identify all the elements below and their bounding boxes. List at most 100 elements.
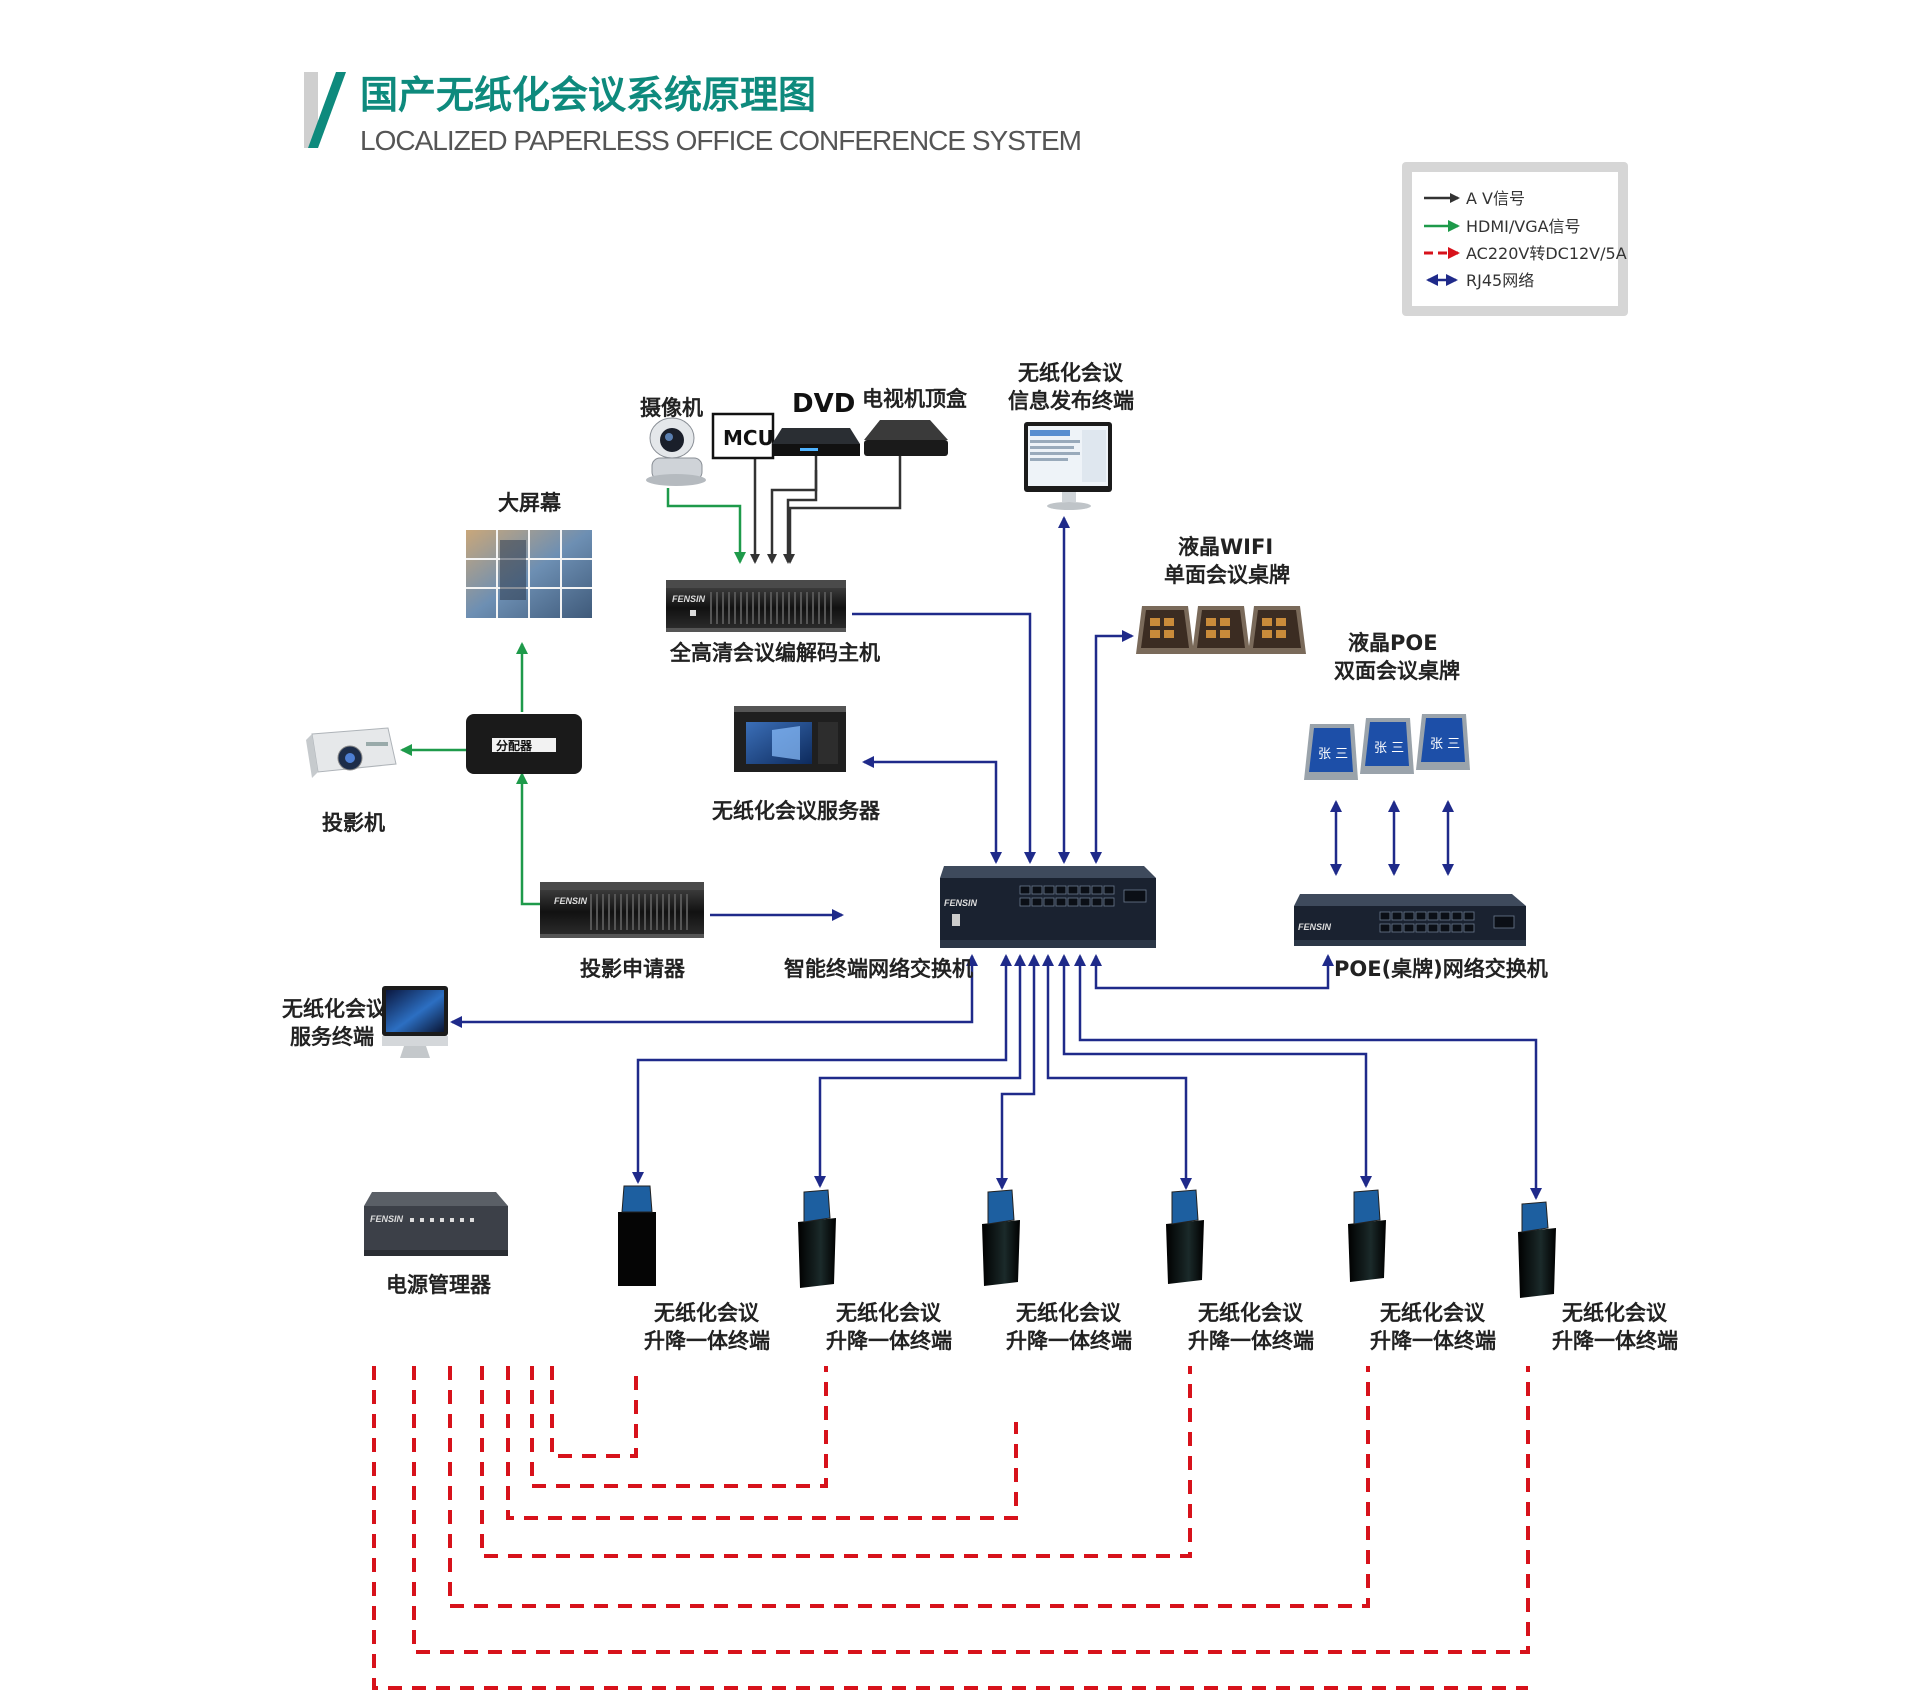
lcd-poe-label-1: 液晶POE xyxy=(1348,631,1438,655)
lift-terminal-6-label-2: 升降一体终端 xyxy=(1552,1329,1678,1353)
big-screen-label: 大屏幕 xyxy=(498,491,562,515)
lift-terminal-2 xyxy=(798,1189,836,1288)
power-manager-label: 电源管理器 xyxy=(386,1273,492,1297)
svg-text:张 三: 张 三 xyxy=(1374,741,1404,756)
set-top-box xyxy=(864,420,948,456)
lift-terminal-5-label-1: 无纸化会议 xyxy=(1380,1301,1486,1325)
title-slash-green xyxy=(308,72,346,148)
wifi-plate-2 xyxy=(1192,606,1250,654)
service-terminal-label-2: 服务终端 xyxy=(290,1025,374,1049)
lift-terminal-3-label-1: 无纸化会议 xyxy=(1016,1301,1122,1325)
av-links xyxy=(666,456,902,564)
lift-terminal-6 xyxy=(1518,1201,1556,1298)
power-lift-1 xyxy=(550,1366,638,1458)
link-stb-codec xyxy=(785,456,902,564)
rj45-links xyxy=(450,516,1542,1200)
poe-switch-label: POE(桌牌)网络交换机 xyxy=(1334,957,1548,981)
link-wifi-switch xyxy=(1090,630,1134,864)
svg-text:FENSIN: FENSIN xyxy=(944,898,978,908)
lift-terminal-5-label-2: 升降一体终端 xyxy=(1370,1329,1496,1353)
lcd-wifi-label-2: 单面会议桌牌 xyxy=(1164,563,1290,587)
poe-plate-2: 张 三 xyxy=(1360,718,1414,774)
legend-rj45-label: RJ45网络 xyxy=(1466,271,1534,290)
link-lift-3 xyxy=(996,954,1040,1190)
link-switch-poe xyxy=(1090,954,1334,990)
main-switch: FENSIN xyxy=(940,866,1156,948)
power-lift-2 xyxy=(530,1366,828,1488)
lift-terminal-3-label-2: 升降一体终端 xyxy=(1006,1329,1132,1353)
mcu: MCU xyxy=(711,412,775,460)
svg-text:FENSIN: FENSIN xyxy=(370,1214,404,1224)
lift-terminal-3 xyxy=(982,1189,1020,1286)
codec-host: FENSIN xyxy=(666,580,846,632)
svg-text:MCU: MCU xyxy=(723,426,774,450)
info-terminal-label-2: 信息发布终端 xyxy=(1008,389,1134,413)
power-lift-5 xyxy=(448,1366,1370,1608)
lcd-poe-nameplates: 张 三 张 三 张 三 xyxy=(1304,714,1470,780)
svg-text:张 三: 张 三 xyxy=(1430,737,1460,752)
projector xyxy=(306,727,397,778)
title-en: LOCALIZED PAPERLESS OFFICE CONFERENCE SY… xyxy=(360,125,1081,156)
legend: A V信号 HDMI/VGA信号 AC220V转DC12V/5A RJ45网络 xyxy=(1402,162,1628,316)
power-lift-4 xyxy=(480,1366,1192,1558)
link-dvd-codec-2 xyxy=(783,470,818,564)
server xyxy=(734,706,846,772)
wifi-plate-1 xyxy=(1136,606,1194,654)
poe-plate-1: 张 三 xyxy=(1304,724,1358,780)
link-codec-switch xyxy=(852,612,1036,864)
lift-terminal-2-label-2: 升降一体终端 xyxy=(826,1329,952,1353)
lift-terminal-4 xyxy=(1166,1189,1204,1284)
service-terminal xyxy=(382,986,448,1058)
dvd: DVD xyxy=(772,389,860,456)
power-links xyxy=(372,1366,1530,1690)
info-terminal-label-1: 无纸化会议 xyxy=(1018,361,1124,385)
lift-terminal-4-label-2: 升降一体终端 xyxy=(1188,1329,1314,1353)
lcd-wifi-label-1: 液晶WIFI xyxy=(1178,535,1273,559)
lift-terminal-2-label-1: 无纸化会议 xyxy=(836,1301,942,1325)
big-screen xyxy=(466,530,592,618)
link-lift-4 xyxy=(1042,954,1192,1190)
wifi-plate-3 xyxy=(1248,606,1306,654)
projector-label: 投影机 xyxy=(322,811,385,835)
title-slash-light xyxy=(304,72,318,148)
lift-terminal-1 xyxy=(618,1185,656,1286)
stb-label: 电视机顶盒 xyxy=(862,387,968,411)
svg-text:分配器: 分配器 xyxy=(496,738,533,753)
link-lift-1 xyxy=(632,954,1012,1184)
lift-terminal-4-label-1: 无纸化会议 xyxy=(1198,1301,1304,1325)
codec-host-label: 全高清会议编解码主机 xyxy=(669,641,880,665)
svg-text:FENSIN: FENSIN xyxy=(1298,922,1332,932)
power-lift-7 xyxy=(372,1366,1528,1690)
projection-requester-label: 投影申请器 xyxy=(580,957,686,981)
svg-text:张 三: 张 三 xyxy=(1318,747,1348,762)
lift-terminal-1-label-2: 升降一体终端 xyxy=(644,1329,770,1353)
info-terminal xyxy=(1024,422,1112,510)
camera xyxy=(646,417,706,486)
projection-requester: FENSIN xyxy=(540,882,704,938)
lift-terminal-6-label-1: 无纸化会议 xyxy=(1562,1301,1668,1325)
poe-plate-3: 张 三 xyxy=(1416,714,1470,770)
legend-av-label: A V信号 xyxy=(1466,189,1525,208)
lift-terminal-5 xyxy=(1348,1189,1386,1282)
power-manager: FENSIN xyxy=(364,1192,508,1256)
lcd-poe-label-2: 双面会议桌牌 xyxy=(1334,659,1460,683)
lift-terminal-1-label-1: 无纸化会议 xyxy=(654,1301,760,1325)
svg-text:FENSIN: FENSIN xyxy=(554,896,588,906)
svg-text:FENSIN: FENSIN xyxy=(672,594,706,604)
camera-label: 摄像机 xyxy=(640,396,703,420)
server-label: 无纸化会议服务器 xyxy=(712,799,881,823)
header: 国产无纸化会议系统原理图 LOCALIZED PAPERLESS OFFICE … xyxy=(304,72,1082,156)
link-lift-6 xyxy=(1074,954,1542,1200)
legend-hdmi-label: HDMI/VGA信号 xyxy=(1466,217,1581,236)
link-lift-5 xyxy=(1058,954,1372,1188)
link-camera-codec xyxy=(666,488,746,564)
legend-power-label: AC220V转DC12V/5A xyxy=(1466,244,1627,263)
power-lift-6 xyxy=(412,1366,1530,1654)
power-lift-3 xyxy=(506,1366,1018,1520)
splitter: 分配器 xyxy=(466,714,582,774)
poe-switch: FENSIN xyxy=(1294,894,1526,946)
service-terminal-label-1: 无纸化会议 xyxy=(282,997,388,1021)
link-projreq-splitter xyxy=(516,772,548,906)
svg-text:DVD: DVD xyxy=(792,389,855,419)
